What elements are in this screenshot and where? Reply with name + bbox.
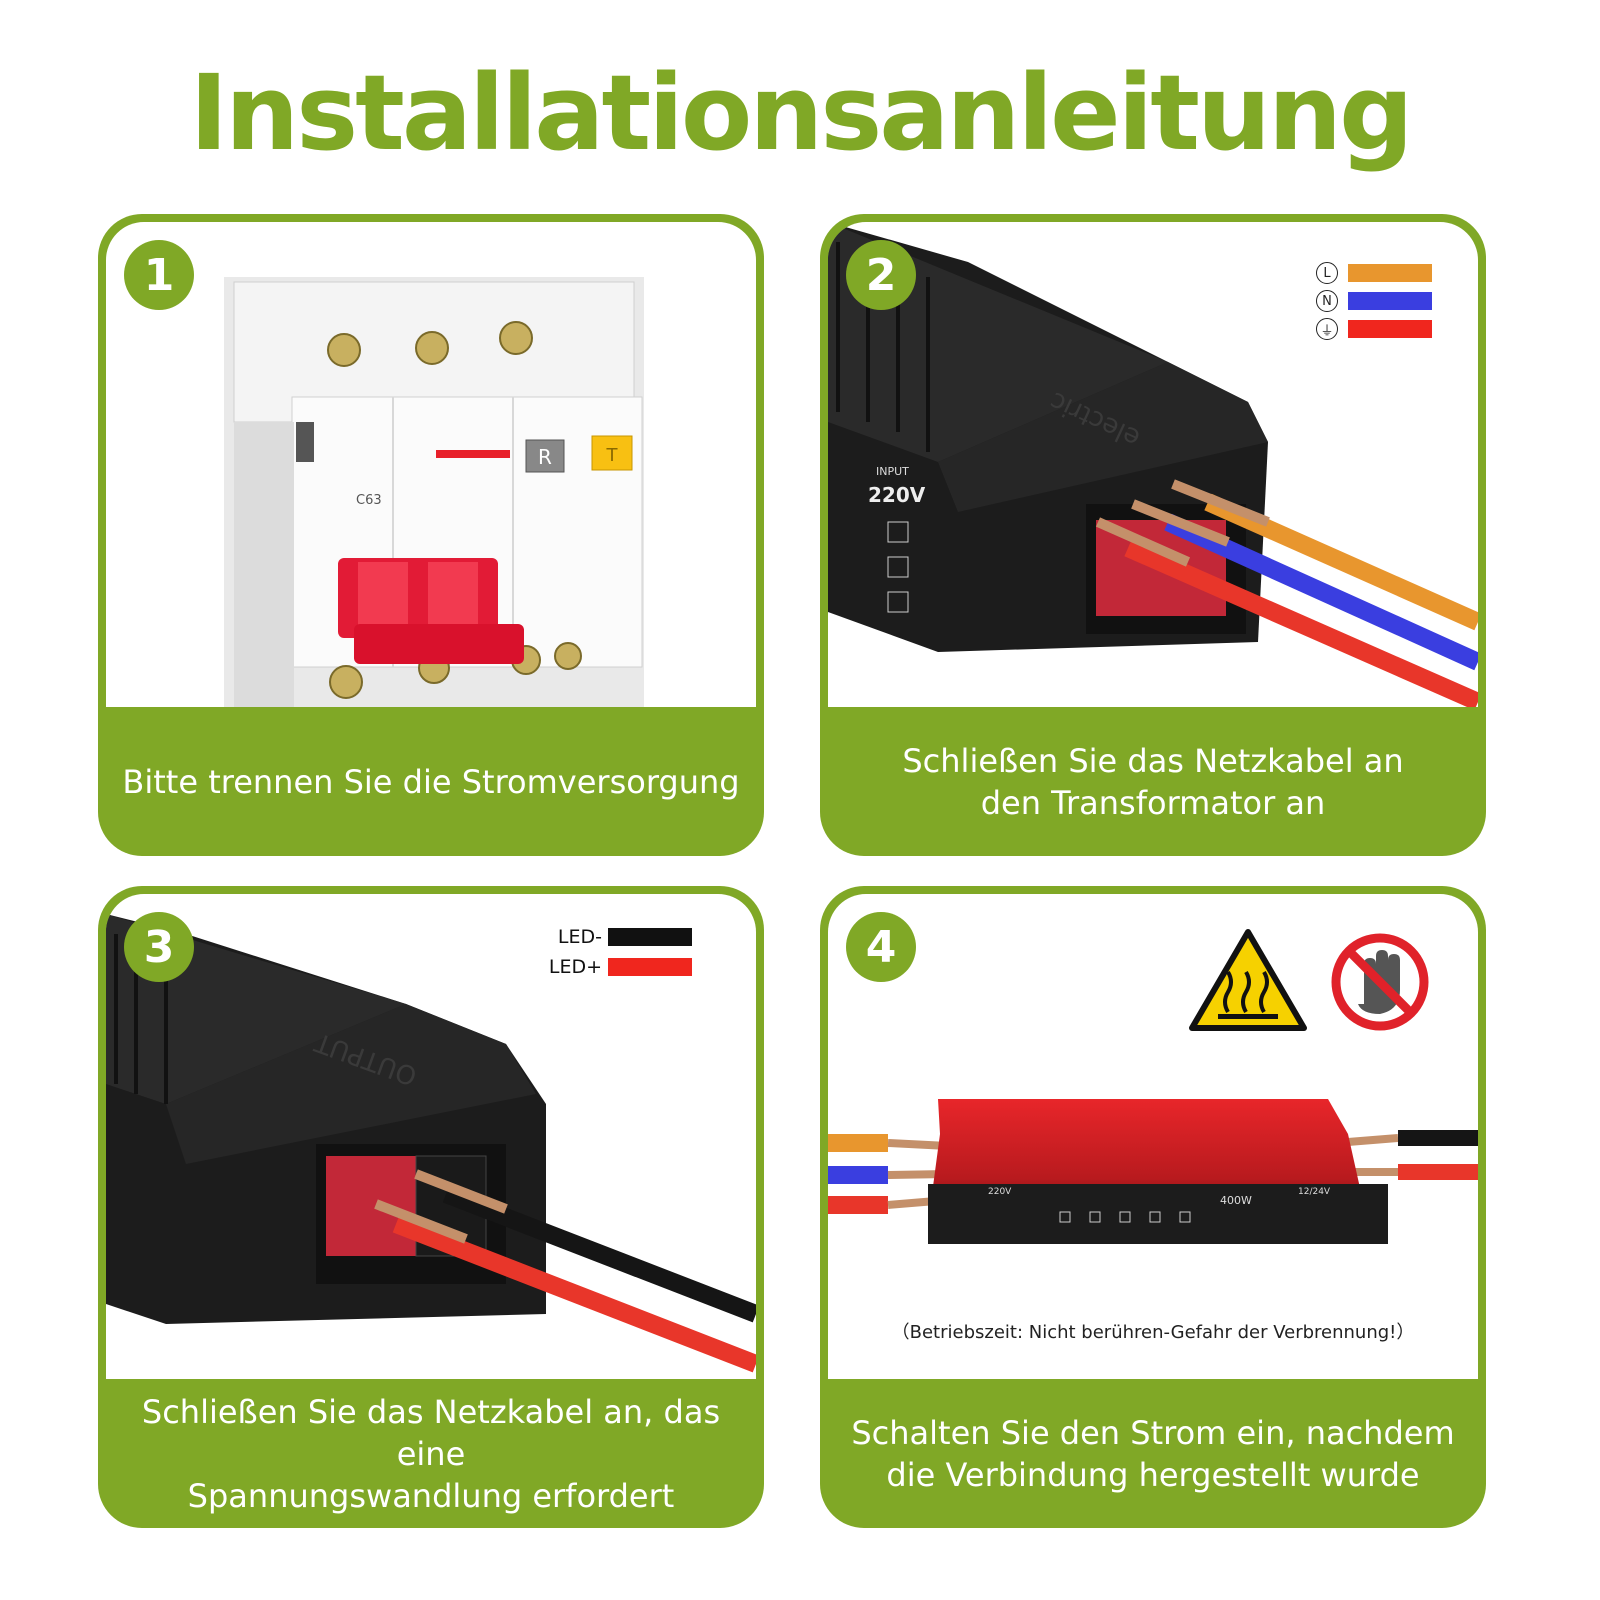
- step-image-2: electric INPUT 220V 2 L N ⏚: [828, 222, 1478, 707]
- led-legend-plus: LED+: [546, 956, 692, 978]
- led-minus-label: LED-: [557, 926, 602, 948]
- breaker-model-label: C63: [356, 493, 382, 508]
- burn-warning-note: （Betriebszeit: Nicht berühren-Gefahr der…: [891, 1322, 1415, 1343]
- wire-legend-n: N: [1316, 290, 1432, 312]
- led-minus-swatch: [608, 928, 692, 946]
- step-image-1: 1 R T C63: [106, 222, 756, 707]
- step-number-badge: 1: [124, 240, 194, 310]
- live-wire-swatch: [1348, 264, 1432, 282]
- input-voltage-label: 220V: [868, 483, 926, 507]
- step-caption: Schließen Sie das Netzkabel an den Trans…: [902, 741, 1404, 822]
- powered-transformer-illustration: 400W 220V 12/24V: [828, 929, 1478, 1244]
- step-caption: Schließen Sie das Netzkabel an, das eine…: [141, 1392, 721, 1515]
- step-image-3: OUTPUT 3 LED- LED+: [106, 894, 756, 1379]
- step-card-4: 4: [820, 886, 1486, 1528]
- step-number-badge: 2: [846, 240, 916, 310]
- power-rating-label: 400W: [1220, 1194, 1252, 1207]
- input-voltage-label: 220V: [988, 1187, 1012, 1197]
- step-caption: Bitte trennen Sie die Stromversorgung: [122, 762, 740, 801]
- led-plus-swatch: [608, 958, 692, 976]
- breaker-reset-label: R: [538, 445, 552, 469]
- circuit-breaker-illustration: R T C63: [224, 277, 644, 707]
- live-symbol: L: [1316, 262, 1338, 284]
- led-legend-minus: LED-: [546, 926, 692, 948]
- neutral-symbol: N: [1316, 290, 1338, 312]
- hot-surface-warning-icon: [1189, 929, 1307, 1031]
- ground-wire-swatch: [1348, 320, 1432, 338]
- page-title: Installationsanleitung: [189, 52, 1413, 174]
- do-not-touch-icon: [1331, 933, 1429, 1031]
- transformer-output-illustration: OUTPUT: [106, 914, 756, 1373]
- step-caption: Schalten Sie den Strom ein, nachdem die …: [851, 1413, 1455, 1494]
- wire-legend-ground: ⏚: [1316, 318, 1432, 340]
- step-image-4: 4: [828, 894, 1478, 1379]
- output-voltage-label: 12/24V: [1298, 1187, 1331, 1197]
- step-card-1: 1 R T C63: [98, 214, 764, 856]
- step-card-2: electric INPUT 220V 2 L N ⏚: [820, 214, 1486, 856]
- led-plus-label: LED+: [548, 956, 602, 978]
- step-number-badge: 4: [846, 912, 916, 982]
- neutral-wire-swatch: [1348, 292, 1432, 310]
- step-card-3: OUTPUT 3 LED- LED+ Schließen Sie das Net…: [98, 886, 764, 1528]
- input-label: INPUT: [876, 465, 909, 478]
- wire-legend-l: L: [1316, 262, 1432, 284]
- ground-symbol: ⏚: [1316, 318, 1338, 340]
- breaker-test-label: T: [606, 445, 619, 466]
- step-number-badge: 3: [124, 912, 194, 982]
